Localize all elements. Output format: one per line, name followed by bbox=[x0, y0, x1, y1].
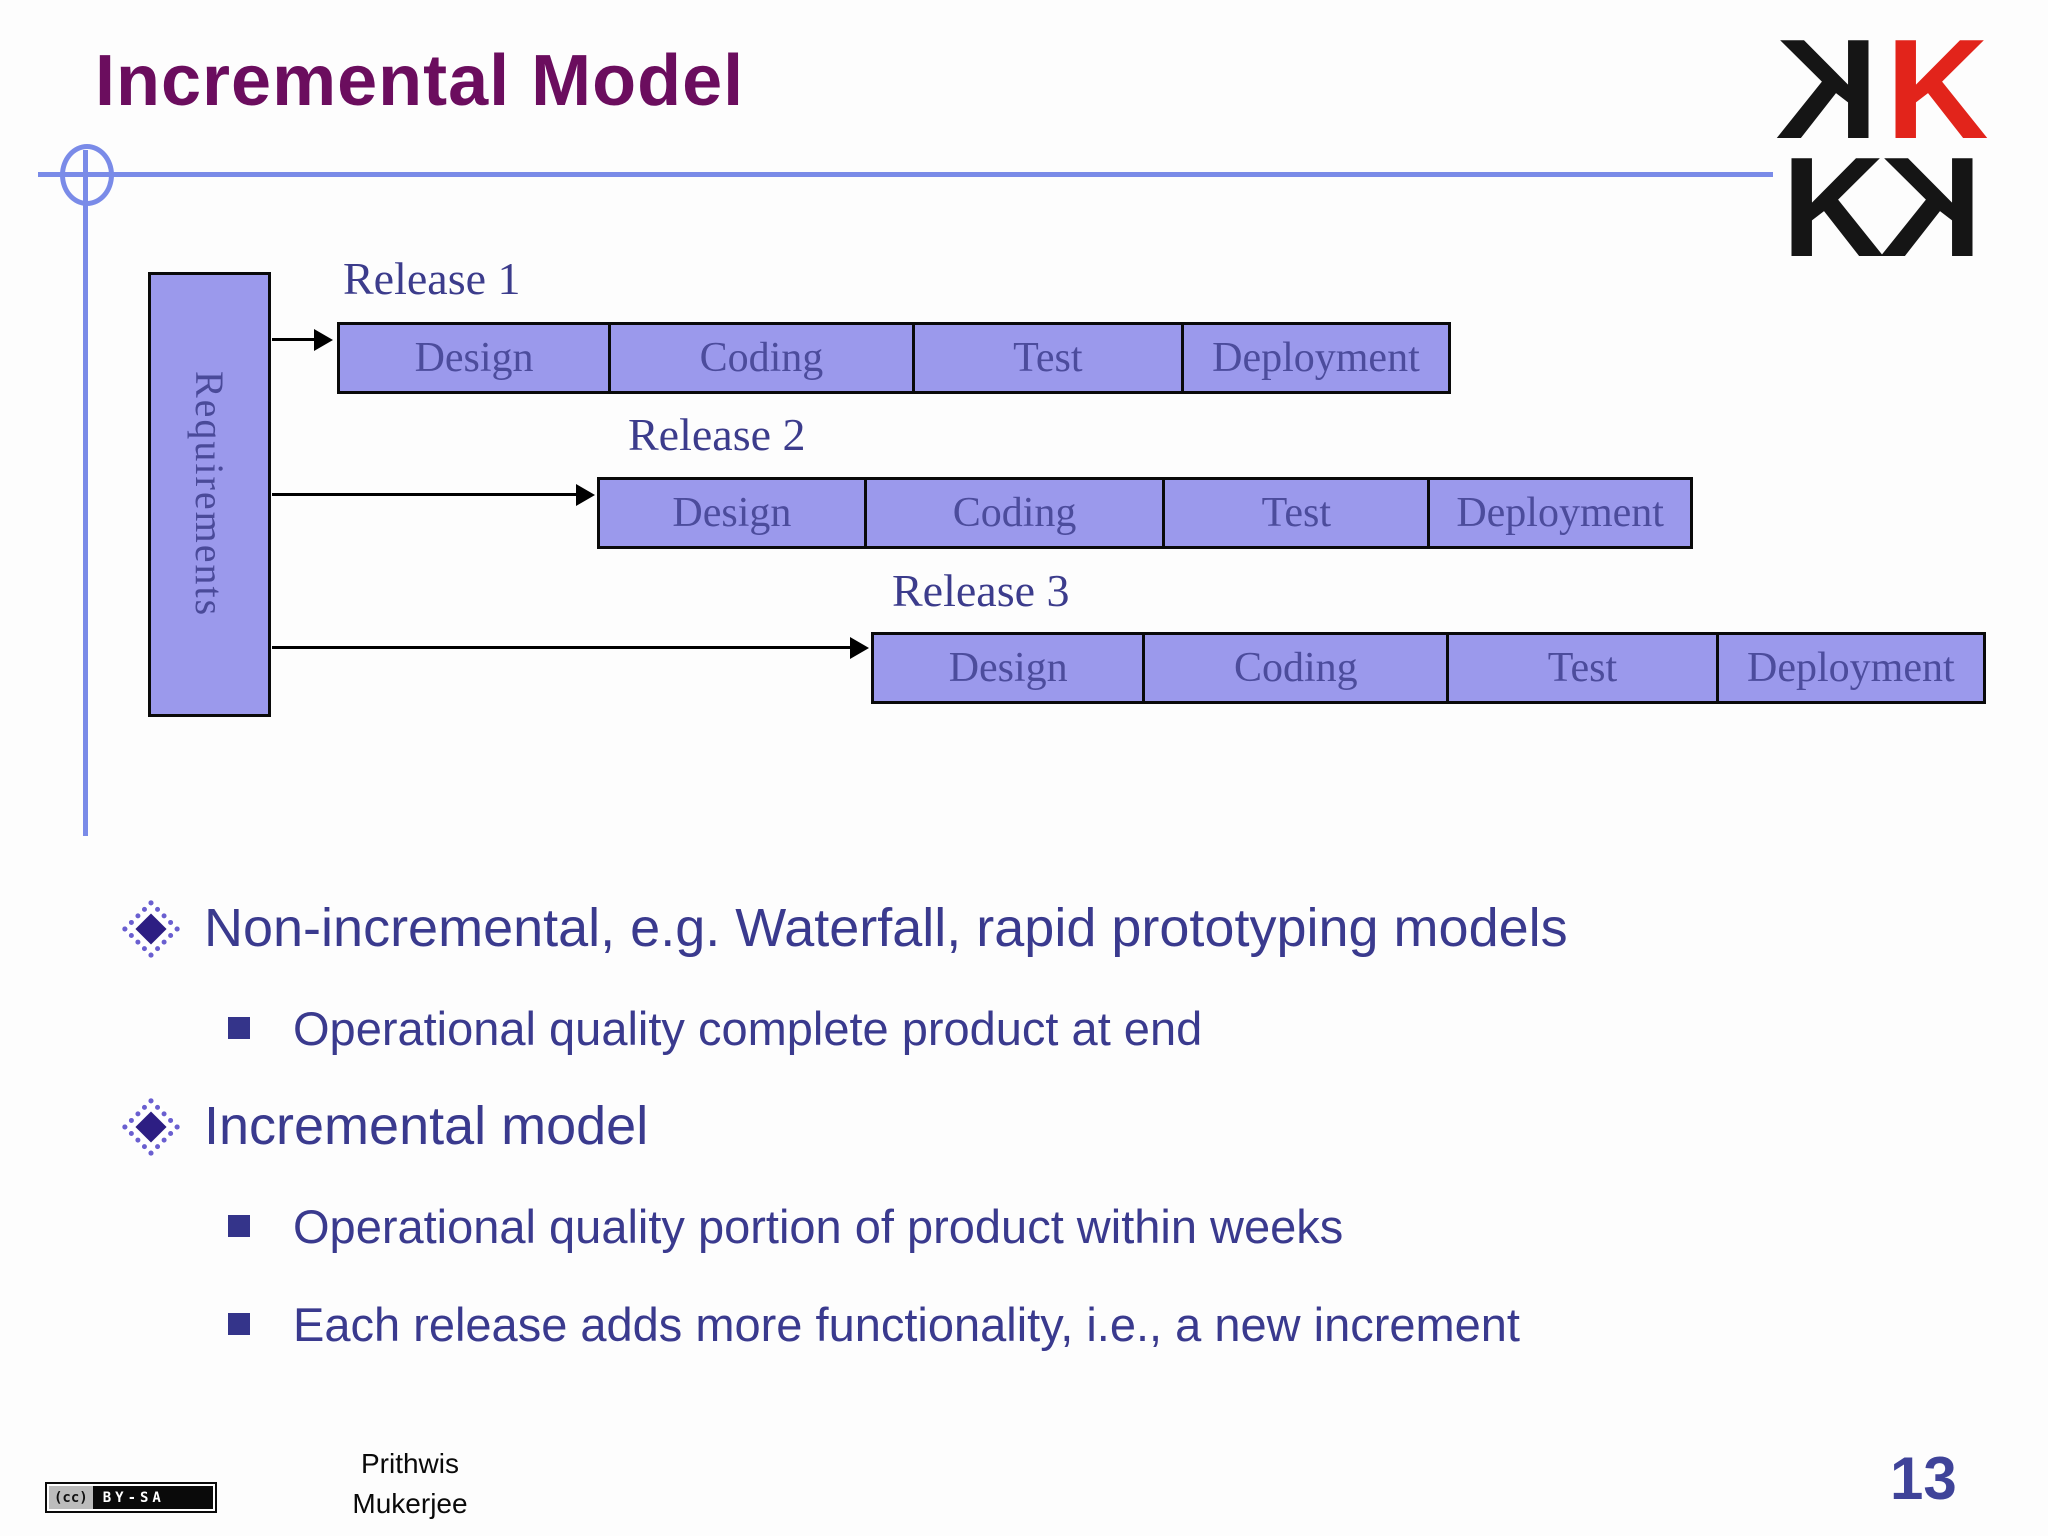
bullet-list: Non-incremental, e.g. Waterfall, rapid p… bbox=[120, 884, 1960, 1354]
diamond-bullet-icon bbox=[121, 1097, 181, 1157]
accent-circle-ornament bbox=[60, 144, 114, 206]
cc-badge-body: (cc) BY-SA bbox=[49, 1486, 213, 1509]
arrow-to-release-1 bbox=[272, 338, 314, 341]
bullet-item: Non-incremental, e.g. Waterfall, rapid p… bbox=[120, 896, 1960, 960]
arrow-to-release-2 bbox=[272, 493, 576, 496]
release-2-label: Release 2 bbox=[628, 409, 806, 460]
k-glyph: K bbox=[1886, 10, 1989, 169]
phase-cell-coding: Coding bbox=[863, 480, 1163, 546]
page-number: 13 bbox=[1890, 1445, 1957, 1512]
bullet-item: Operational quality portion of product w… bbox=[228, 1198, 1960, 1256]
phase-cell-deployment: Deployment bbox=[1427, 480, 1690, 546]
phase-cell-test: Test bbox=[1162, 480, 1427, 546]
bullet-text: Operational quality complete product at … bbox=[293, 1002, 1203, 1055]
bullet-text: Non-incremental, e.g. Waterfall, rapid p… bbox=[204, 898, 1568, 958]
bullet-item: Operational quality complete product at … bbox=[228, 1000, 1960, 1058]
author-first-name: Prithwis bbox=[360, 1448, 459, 1479]
mirrored-k-glyph: K bbox=[1879, 128, 1982, 287]
arrow-to-release-3 bbox=[272, 646, 850, 649]
author-credit: Prithwis Mukerjee bbox=[300, 1444, 520, 1524]
release-3-label: Release 3 bbox=[892, 565, 1070, 616]
accent-vertical-rule bbox=[83, 150, 88, 836]
square-bullet-icon bbox=[228, 1313, 250, 1335]
bullet-text: Incremental model bbox=[204, 1096, 649, 1156]
bullet-item: Incremental model bbox=[120, 1094, 1960, 1158]
phase-cell-deployment: Deployment bbox=[1180, 325, 1448, 391]
square-bullet-icon bbox=[228, 1215, 250, 1237]
requirements-box: Requirements bbox=[148, 272, 271, 717]
cc-icon: (cc) bbox=[49, 1486, 93, 1509]
cc-by-sa-badge: (cc) BY-SA bbox=[45, 1482, 217, 1513]
diamond-bullet-core bbox=[135, 1111, 167, 1143]
phase-cell-design: Design bbox=[672, 490, 792, 536]
phase-cell-deployment: Deployment bbox=[1715, 635, 1983, 701]
cc-badge-label: BY-SA bbox=[102, 1489, 165, 1506]
bullet-text: Operational quality portion of product w… bbox=[293, 1200, 1344, 1253]
release-1-label: Release 1 bbox=[343, 253, 521, 304]
k-glyph: K bbox=[1782, 128, 1885, 287]
square-bullet-icon bbox=[228, 1017, 250, 1039]
bullet-item: Each release adds more functionality, i.… bbox=[228, 1296, 1960, 1354]
accent-horizontal-rule bbox=[38, 172, 1773, 177]
phase-cell-design: Design bbox=[414, 335, 534, 381]
phase-cell-test: Test bbox=[1446, 635, 1715, 701]
bullet-text: Each release adds more functionality, i.… bbox=[293, 1298, 1520, 1351]
author-last-name: Mukerjee bbox=[352, 1488, 468, 1519]
requirements-label: Requirements bbox=[187, 371, 232, 618]
page-title: Incremental Model bbox=[95, 41, 745, 121]
phase-cell-test: Test bbox=[911, 325, 1181, 391]
diamond-bullet-core bbox=[135, 913, 167, 945]
phase-cell-coding: Coding bbox=[1142, 635, 1446, 701]
diamond-bullet-icon bbox=[121, 899, 181, 959]
phase-cell-coding: Coding bbox=[608, 325, 912, 391]
phase-cell-design: Design bbox=[948, 645, 1068, 691]
mirrored-k-glyph: K bbox=[1775, 10, 1878, 169]
